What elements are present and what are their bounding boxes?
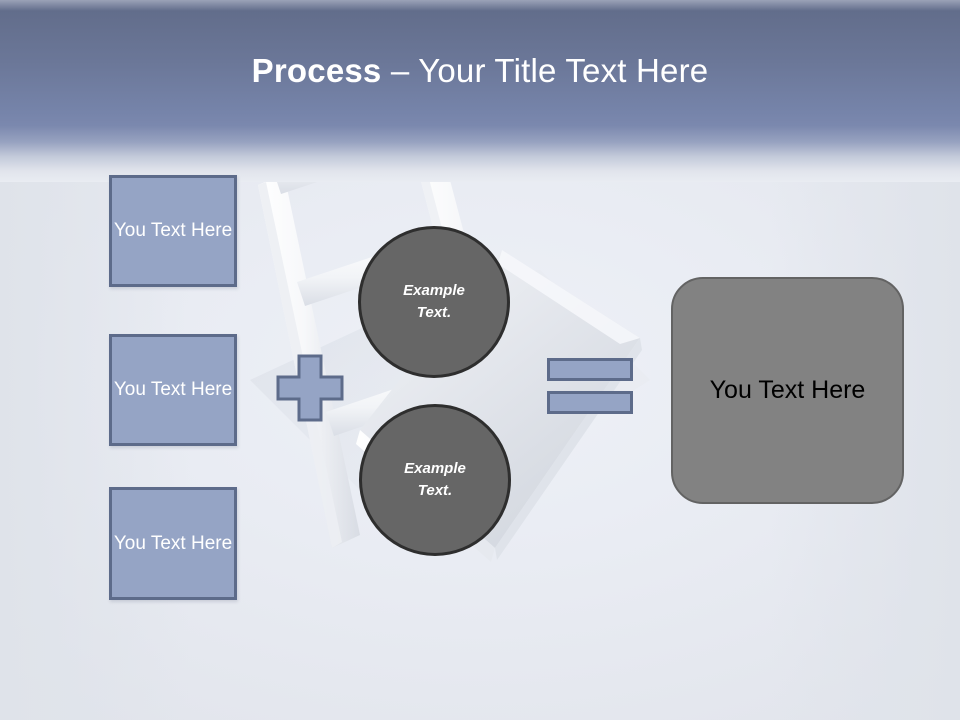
equals-bar-bottom xyxy=(547,391,633,414)
plus-icon xyxy=(276,354,344,422)
result-box-label: You Text Here xyxy=(709,376,866,404)
title-band xyxy=(0,0,960,182)
input-box-3[interactable]: You Text Here xyxy=(109,487,237,600)
example-circle-2[interactable]: Example Text. xyxy=(359,404,511,556)
input-box-3-label: You Text Here xyxy=(113,532,233,554)
input-box-1-label: You Text Here xyxy=(113,220,233,242)
result-box[interactable]: You Text Here xyxy=(671,277,904,504)
page-title-separator: – xyxy=(381,52,419,89)
equals-icon xyxy=(547,358,633,418)
example-circle-2-line2: Text. xyxy=(417,482,453,499)
example-circle-1-line1: Example xyxy=(403,281,465,299)
input-box-2[interactable]: You Text Here xyxy=(109,334,237,446)
example-circle-1[interactable]: Example Text. xyxy=(358,226,510,378)
page-title-strong: Process xyxy=(251,52,382,89)
example-circle-1-line2: Text. xyxy=(416,304,452,321)
input-box-2-label: You Text Here xyxy=(113,379,233,401)
example-circle-2-line1: Example xyxy=(404,459,466,477)
input-box-1[interactable]: You Text Here xyxy=(109,175,237,287)
page-title: Process – Your Title Text Here xyxy=(0,52,960,90)
equals-bar-top xyxy=(547,358,633,381)
page-title-light: Your Title Text Here xyxy=(418,52,709,89)
